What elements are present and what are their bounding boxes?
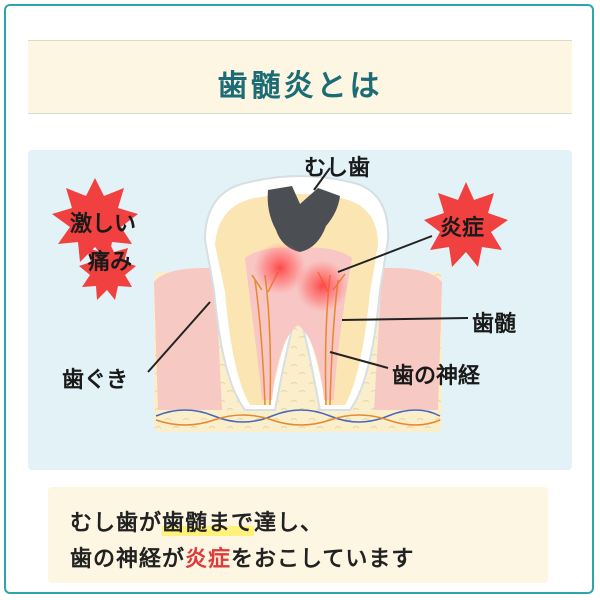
label-inflammation: 炎症 — [440, 216, 485, 241]
cavity-hole — [267, 186, 340, 252]
caption-text: むし歯が — [70, 511, 163, 536]
title-panel: 歯髄炎とは — [28, 40, 572, 114]
caption-line-2: 歯の神経が炎症をおこしています — [70, 541, 414, 573]
label-pain-line2: 痛み — [88, 250, 133, 275]
caption-line-1: むし歯が歯髄まで達し、 — [70, 505, 323, 537]
inflammation-starburst — [424, 182, 508, 267]
pain-starburst-small — [79, 240, 136, 300]
label-cavity: むし歯 — [304, 156, 371, 181]
caption-red-text: 炎症 — [185, 547, 232, 572]
label-pulp: 歯髄 — [472, 312, 517, 337]
gum-tissue — [154, 268, 222, 410]
label-nerve: 歯の神経 — [392, 364, 481, 389]
nerve-wave — [155, 409, 441, 423]
label-pain-line1: 激しい — [70, 212, 137, 237]
caption-text: 歯の神経が — [70, 547, 186, 572]
page-title: 歯髄炎とは — [217, 69, 383, 104]
caption-text: 達し、 — [254, 511, 324, 536]
caption-panel: むし歯が歯髄まで達し、 歯の神経が炎症をおこしています — [48, 487, 548, 583]
caption-highlight: 歯髄まで — [162, 511, 255, 536]
caption-text: をおこしています — [231, 547, 415, 572]
inflammation-glow — [254, 242, 306, 294]
leader-lines — [147, 167, 469, 373]
label-gum: 歯ぐき — [62, 368, 129, 393]
pain-starburst — [52, 178, 138, 262]
